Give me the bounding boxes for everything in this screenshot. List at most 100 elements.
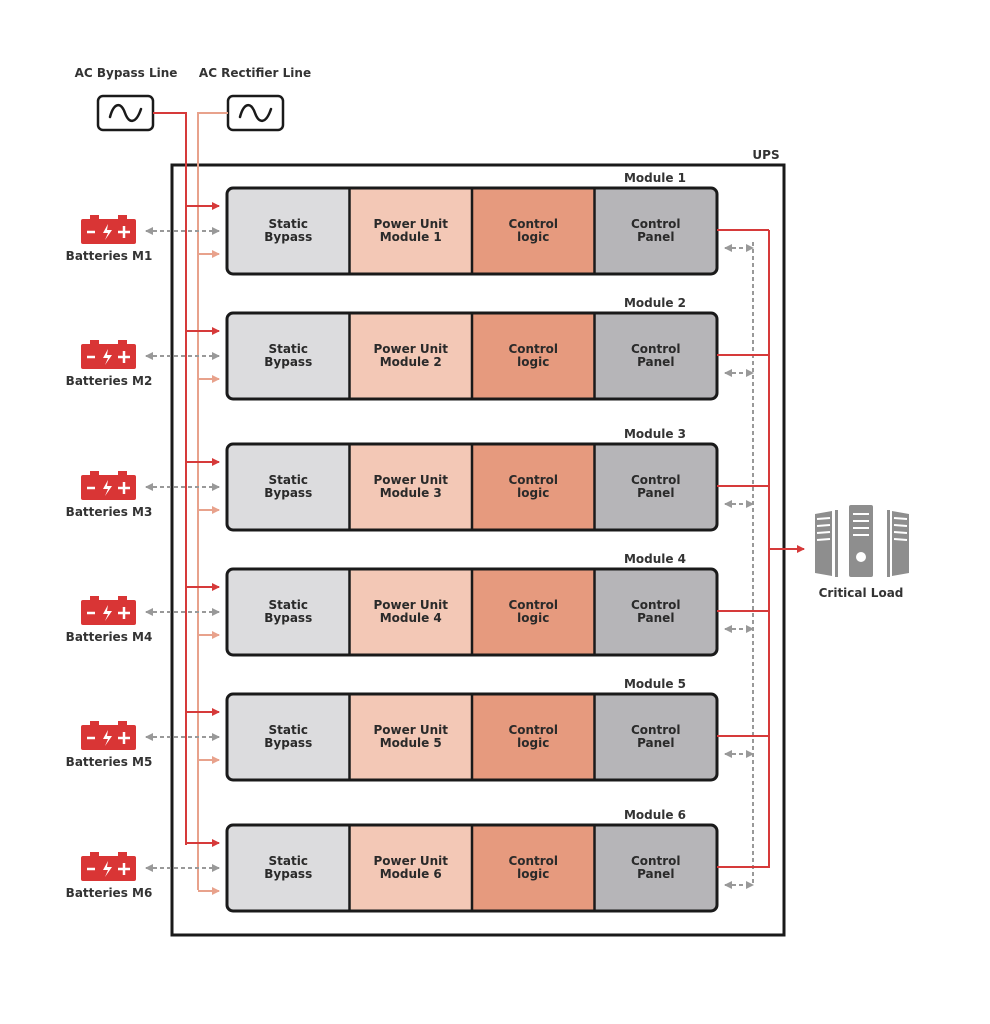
static-bypass-cell-label-line1: Static bbox=[269, 217, 308, 231]
module-title: Module 4 bbox=[624, 552, 686, 566]
control-panel-cell bbox=[594, 313, 717, 399]
module-title: Module 3 bbox=[624, 427, 686, 441]
control-logic-cell bbox=[472, 569, 595, 655]
power-unit-cell-label-line2: Module 4 bbox=[380, 611, 442, 625]
static-bypass-cell-label-line2: Bypass bbox=[264, 230, 312, 244]
critical-load: Critical Load bbox=[815, 505, 909, 600]
critical-load-label: Critical Load bbox=[819, 586, 904, 600]
control-logic-cell bbox=[472, 313, 595, 399]
module-title: Module 6 bbox=[624, 808, 686, 822]
module-title: Module 1 bbox=[624, 171, 686, 185]
power-unit-cell-label-line2: Module 5 bbox=[380, 736, 442, 750]
power-unit-cell-label-line2: Module 1 bbox=[380, 230, 442, 244]
control-logic-cell-label-line1: Control bbox=[508, 217, 558, 231]
battery-label: Batteries M6 bbox=[66, 886, 153, 900]
battery-label: Batteries M4 bbox=[66, 630, 153, 644]
static-bypass-cell-label-line2: Bypass bbox=[264, 736, 312, 750]
control-logic-cell-label-line1: Control bbox=[508, 854, 558, 868]
power-unit-cell-label-line1: Power Unit bbox=[374, 217, 449, 231]
static-bypass-cell-label-line2: Bypass bbox=[264, 611, 312, 625]
ac-rectifier-source: AC Rectifier Line bbox=[199, 66, 311, 132]
battery-label: Batteries M5 bbox=[66, 755, 153, 769]
power-unit-cell bbox=[349, 825, 472, 911]
ac-bypass-label: AC Bypass Line bbox=[75, 66, 178, 80]
ups-frame bbox=[170, 163, 786, 937]
power-unit-cell-label-line2: Module 2 bbox=[380, 355, 442, 369]
server-rack-icon bbox=[815, 505, 909, 577]
control-panel-cell bbox=[594, 694, 717, 780]
static-bypass-cell-label-line1: Static bbox=[269, 723, 308, 737]
control-panel-cell-label-line2: Panel bbox=[637, 230, 674, 244]
battery-label: Batteries M2 bbox=[66, 374, 153, 388]
control-panel-cell-label-line2: Panel bbox=[637, 736, 674, 750]
power-unit-cell-label-line2: Module 3 bbox=[380, 486, 442, 500]
battery-icon bbox=[81, 721, 136, 750]
static-bypass-cell-label-line1: Static bbox=[269, 854, 308, 868]
control-panel-cell-label-line1: Control bbox=[631, 473, 681, 487]
battery-icon bbox=[81, 340, 136, 369]
control-panel-cell-label-line2: Panel bbox=[637, 486, 674, 500]
ac-sine-icon bbox=[108, 104, 143, 122]
power-unit-cell bbox=[349, 188, 472, 274]
battery-icon bbox=[81, 852, 136, 881]
control-logic-cell-label-line2: logic bbox=[517, 486, 549, 500]
ac-sine-icon bbox=[238, 104, 273, 122]
control-logic-cell bbox=[472, 694, 595, 780]
power-unit-cell-label-line2: Module 6 bbox=[380, 867, 442, 881]
static-bypass-cell-label-line2: Bypass bbox=[264, 355, 312, 369]
control-panel-cell-label-line1: Control bbox=[631, 854, 681, 868]
battery-label: Batteries M3 bbox=[66, 505, 153, 519]
control-logic-cell-label-line1: Control bbox=[508, 473, 558, 487]
control-logic-cell bbox=[472, 825, 595, 911]
power-unit-cell bbox=[349, 444, 472, 530]
static-bypass-cell-label-line1: Static bbox=[269, 473, 308, 487]
control-panel-cell-label-line2: Panel bbox=[637, 867, 674, 881]
power-unit-cell-label-line1: Power Unit bbox=[374, 598, 449, 612]
power-unit-cell bbox=[349, 694, 472, 780]
control-panel-cell-label-line1: Control bbox=[631, 342, 681, 356]
static-bypass-cell-label-line1: Static bbox=[269, 598, 308, 612]
control-logic-cell bbox=[472, 444, 595, 530]
control-panel-cell-label-line1: Control bbox=[631, 598, 681, 612]
control-logic-cell-label-line2: logic bbox=[517, 736, 549, 750]
ups-label: UPS bbox=[752, 148, 779, 162]
static-bypass-cell-label-line2: Bypass bbox=[264, 486, 312, 500]
control-panel-cell bbox=[594, 569, 717, 655]
control-logic-cell-label-line2: logic bbox=[517, 611, 549, 625]
battery-label: Batteries M1 bbox=[66, 249, 153, 263]
control-panel-cell bbox=[594, 188, 717, 274]
static-bypass-cell bbox=[227, 444, 350, 530]
control-logic-cell-label-line2: logic bbox=[517, 230, 549, 244]
power-unit-cell bbox=[349, 569, 472, 655]
control-panel-cell-label-line1: Control bbox=[631, 217, 681, 231]
module-title: Module 5 bbox=[624, 677, 686, 691]
static-bypass-cell bbox=[227, 313, 350, 399]
battery-icon bbox=[81, 471, 136, 500]
control-panel-cell bbox=[594, 444, 717, 530]
static-bypass-cell bbox=[227, 825, 350, 911]
power-unit-cell-label-line1: Power Unit bbox=[374, 473, 449, 487]
rectifier-feed-line bbox=[197, 112, 228, 890]
control-logic-cell-label-line2: logic bbox=[517, 867, 549, 881]
control-logic-cell-label-line2: logic bbox=[517, 355, 549, 369]
power-unit-cell-label-line1: Power Unit bbox=[374, 854, 449, 868]
control-panel-cell-label-line2: Panel bbox=[637, 355, 674, 369]
power-unit-cell-label-line1: Power Unit bbox=[374, 723, 449, 737]
static-bypass-cell-label-line2: Bypass bbox=[264, 867, 312, 881]
battery-icon bbox=[81, 215, 136, 244]
ac-bypass-source: AC Bypass Line bbox=[75, 66, 178, 132]
bypass-feed-line bbox=[153, 112, 187, 845]
control-logic-cell-label-line1: Control bbox=[508, 598, 558, 612]
control-panel-cell bbox=[594, 825, 717, 911]
static-bypass-cell-label-line1: Static bbox=[269, 342, 308, 356]
static-bypass-cell bbox=[227, 188, 350, 274]
static-bypass-cell bbox=[227, 694, 350, 780]
control-logic-cell bbox=[472, 188, 595, 274]
